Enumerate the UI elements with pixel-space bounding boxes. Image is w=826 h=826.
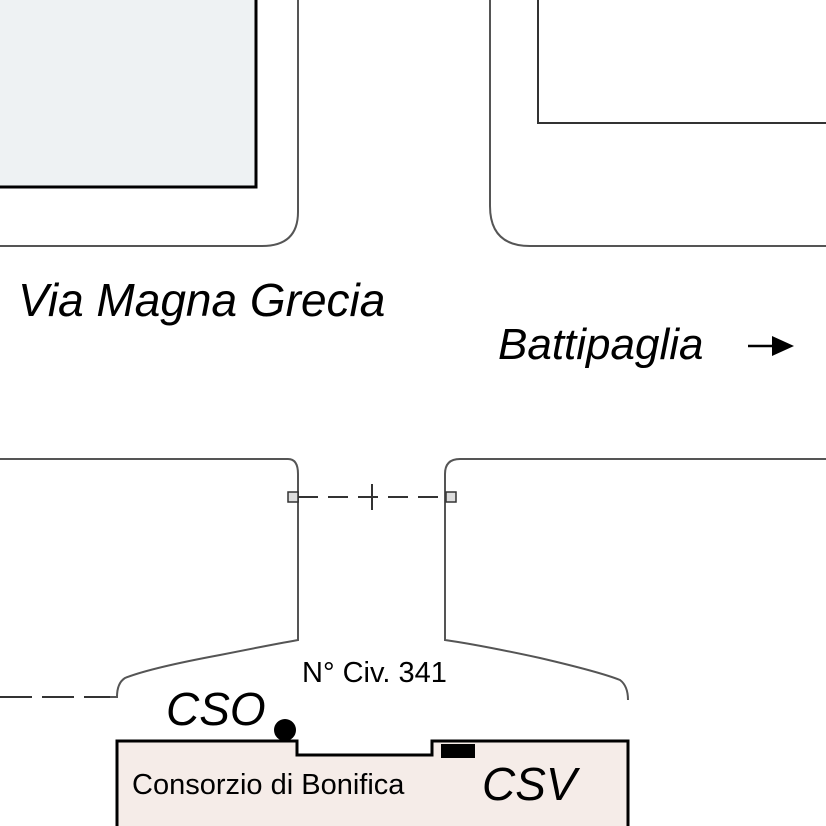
street-name-label: Via Magna Grecia <box>18 274 385 326</box>
direction-label: Battipaglia <box>498 320 703 369</box>
block-top-left-outline <box>0 0 299 247</box>
gate-post-right <box>445 491 457 503</box>
marker-csv-icon <box>441 744 475 758</box>
marker-csv-label: CSV <box>482 758 581 810</box>
marker-cso-label: CSO <box>166 683 266 735</box>
gate-post-left <box>287 491 299 503</box>
right-arrow-icon <box>748 336 794 356</box>
building-top-left <box>0 0 258 189</box>
block-bottom-right-outline <box>444 458 826 701</box>
block-bottom-left-outline <box>0 458 299 698</box>
building-label: Consorzio di Bonifica <box>132 769 405 801</box>
civic-number-label: N° Civ. 341 <box>302 657 447 689</box>
marker-cso-icon <box>274 719 296 741</box>
building-top-right <box>537 0 826 124</box>
building-consorzio <box>115 739 630 826</box>
block-top-right-outline <box>489 0 826 247</box>
